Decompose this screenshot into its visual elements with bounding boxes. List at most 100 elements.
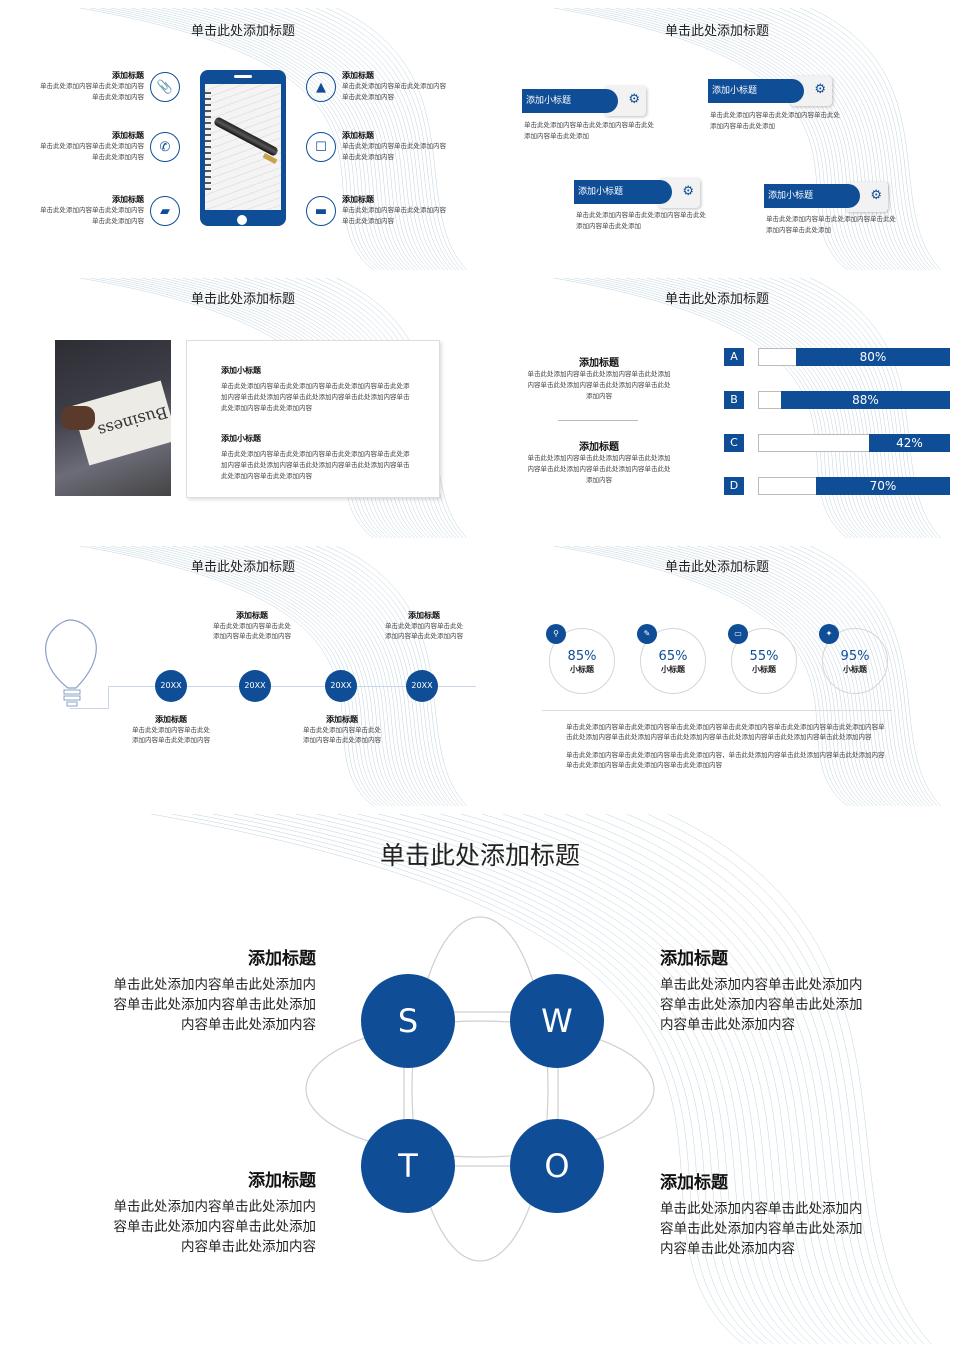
slide-2: 单击此处添加标题 ⚙ 添加小标题 单击此处添加内容单击此处添加内容单击此处添加内…	[484, 8, 950, 270]
slide-title: 单击此处添加标题	[664, 24, 769, 39]
bar-track: 88%	[758, 391, 950, 409]
caption-top-1: 添加标题 单击此处添加内容单击此处添加内容单击此处添加内容	[212, 610, 292, 641]
percent-label: 小标题	[570, 665, 594, 674]
tab-text: 单击此处添加内容单击此处添加内容单击此处添加内容单击此处添加	[710, 111, 840, 130]
timeline-line	[108, 686, 476, 687]
slide-6: 单击此处添加标题 85%小标题 ⚲ 65%小标题 ✎ 55%小标题 ▭ 95%小…	[484, 546, 950, 806]
caption-text: 单击此处添加内容单击此处添加内容单击此处添加内容	[213, 622, 291, 640]
bar-track: 42%	[758, 434, 950, 452]
divider	[542, 710, 892, 711]
paperclip-icon: 📎	[150, 72, 180, 102]
slide-4: 单击此处添加标题 添加标题 单击此处添加内容单击此处添加内容单击此处添加内容单击…	[484, 278, 950, 538]
feature-title: 添加标题	[342, 71, 374, 80]
feature-text: 单击此处添加内容单击此处添加内容单击此处添加内容	[342, 82, 446, 101]
caption-title: 添加标题	[326, 715, 358, 724]
percent-label: 小标题	[752, 665, 776, 674]
feature-title: 添加标题	[342, 131, 374, 140]
caption-bottom-1: 添加标题 单击此处添加内容单击此处添加内容单击此处添加内容	[131, 714, 211, 745]
block-text: 单击此处添加内容单击此处添加内容单击此处添加内容单击此处添加内容单击此处添加内容	[113, 977, 317, 1033]
feature-title: 添加标题	[112, 195, 144, 204]
block-text: 单击此处添加内容单击此处添加内容单击此处添加内容单击此处添加内容单击此处添加内容	[660, 1201, 863, 1257]
slide-title: 单击此处添加标题	[190, 24, 295, 39]
bar-track: 70%	[758, 477, 950, 495]
phone-mockup	[200, 70, 286, 226]
tab-text: 单击此处添加内容单击此处添加内容单击此处添加内容单击此处添加	[576, 211, 706, 230]
bar-fill: 80%	[796, 348, 950, 366]
text-card: 添加小标题 单击此处添加内容单击此处添加内容单击此处添加内容单击此处添加内容单击…	[186, 340, 440, 498]
block-title: 添加标题	[579, 442, 619, 453]
feature-right-3: 添加标题 单击此处添加内容单击此处添加内容单击此处添加内容	[342, 194, 452, 227]
percent-ring: 55%小标题	[731, 628, 797, 694]
block-text: 单击此处添加内容单击此处添加内容单击此处添加内容单击此处添加内容单击此处添加内容…	[527, 370, 671, 400]
feature-left-2: 添加标题 单击此处添加内容单击此处添加内容单击此处添加内容	[38, 130, 144, 163]
book-icon: ▰	[150, 196, 180, 226]
bar-fill: 70%	[816, 477, 950, 495]
caption-text: 单击此处添加内容单击此处添加内容单击此处添加内容	[303, 726, 381, 744]
pen-illustration	[212, 116, 280, 157]
bar-fill: 88%	[781, 391, 950, 409]
gears-icon: ⚙	[628, 92, 640, 107]
feature-text: 单击此处添加内容单击此处添加内容单击此处添加内容	[342, 142, 446, 161]
feature-text: 单击此处添加内容单击此处添加内容单击此处添加内容	[40, 206, 144, 225]
subtitle-tab: 添加小标题	[764, 184, 860, 208]
caption-title: 添加标题	[155, 715, 187, 724]
year-node: 20XX	[239, 670, 271, 702]
caption-title: 添加标题	[236, 611, 268, 620]
slide-1: 单击此处添加标题 添加标题 单击此处添加内容单击此处添加内容单击此处添加内容 📎…	[10, 8, 476, 270]
swot-block-top-right: 添加标题 单击此处添加内容单击此处添加内容单击此处添加内容单击此处添加内容单击此…	[660, 944, 872, 1035]
bar-fill: 42%	[869, 434, 950, 452]
timeline-connector	[70, 708, 109, 709]
block-title: 添加标题	[248, 1171, 316, 1191]
feature-title: 添加标题	[112, 71, 144, 80]
bar-track: 80%	[758, 348, 950, 366]
subtitle-tab: 添加小标题	[522, 89, 618, 113]
slide-5: 单击此处添加标题 20XX 20XX 20XX 20XX 添加标题 单击此处添加…	[10, 546, 476, 806]
feature-left-3: 添加标题 单击此处添加内容单击此处添加内容单击此处添加内容	[38, 194, 144, 227]
block-text: 单击此处添加内容单击此处添加内容单击此处添加内容单击此处添加内容单击此处添加内容	[113, 1199, 317, 1255]
card-text: 单击此处添加内容单击此处添加内容单击此处添加内容单击此处添加内容单击此处添加内容…	[221, 382, 410, 412]
year-node: 20XX	[406, 670, 438, 702]
tab-text: 单击此处添加内容单击此处添加内容单击此处添加内容单击此处添加	[766, 215, 896, 234]
feature-title: 添加标题	[112, 131, 144, 140]
swot-block-top-left: 添加标题 单击此处添加内容单击此处添加内容单击此处添加内容单击此处添加内容单击此…	[104, 944, 317, 1035]
caption-text: 单击此处添加内容单击此处添加内容单击此处添加内容	[132, 726, 210, 744]
feature-title: 添加标题	[342, 195, 374, 204]
divider	[558, 420, 638, 421]
percent-value: 95%	[840, 649, 870, 664]
feature-left-1: 添加标题 单击此处添加内容单击此处添加内容单击此处添加内容	[38, 70, 144, 103]
percent-value: 55%	[749, 649, 779, 664]
percent-label: 小标题	[843, 665, 867, 674]
slide-title: 单击此处添加标题	[379, 841, 580, 870]
swot-circle-w: W	[510, 974, 604, 1068]
badge-icon: ✦	[819, 624, 839, 644]
paragraph-2: 单击此处添加内容单击此处添加内容单击此处添加内容，单击此处添加内容单击此处添加内…	[566, 751, 885, 769]
percent-ring: 85%小标题	[549, 628, 615, 694]
block-title: 添加标题	[248, 949, 316, 969]
year-node: 20XX	[155, 670, 187, 702]
tv-icon: ▭	[728, 624, 748, 644]
feature-right-2: 添加标题 单击此处添加内容单击此处添加内容单击此处添加内容	[342, 130, 452, 163]
phone-icon: ✆	[150, 132, 180, 162]
tab-text: 单击此处添加内容单击此处添加内容单击此处添加内容单击此处添加	[524, 121, 654, 140]
feature-text: 单击此处添加内容单击此处添加内容单击此处添加内容	[40, 142, 144, 161]
bar-letter-c: C	[724, 434, 744, 452]
block-title: 添加标题	[579, 358, 619, 369]
slide-7-swot: 单击此处添加标题 S W T O 添加标题 单击此处添加内容单击此处添加内容单击…	[10, 814, 950, 1344]
caption-top-2: 添加标题 单击此处添加内容单击此处添加内容单击此处添加内容	[384, 610, 464, 641]
chat-icon: ☐	[306, 132, 336, 162]
subtitle-tab: 添加小标题	[708, 79, 804, 103]
feature-right-1: 添加标题 单击此处添加内容单击此处添加内容单击此处添加内容	[342, 70, 452, 103]
bar-letter-b: B	[724, 391, 744, 409]
block-title: 添加标题	[660, 949, 728, 969]
block-title: 添加标题	[660, 1173, 728, 1193]
lightbulb-icon	[45, 619, 97, 707]
block-text: 单击此处添加内容单击此处添加内容单击此处添加内容单击此处添加内容单击此处添加内容…	[527, 454, 671, 484]
swot-block-bottom-right: 添加标题 单击此处添加内容单击此处添加内容单击此处添加内容单击此处添加内容单击此…	[660, 1168, 872, 1259]
percent-label: 小标题	[661, 665, 685, 674]
slide-3: 单击此处添加标题 Business 添加小标题 单击此处添加内容单击此处添加内容…	[10, 278, 476, 538]
timeline-connector	[108, 686, 109, 708]
year-node: 20XX	[325, 670, 357, 702]
slide-title: 单击此处添加标题	[190, 560, 295, 575]
text-block-1: 添加标题 单击此处添加内容单击此处添加内容单击此处添加内容单击此处添加内容单击此…	[526, 354, 672, 402]
search-icon: ⚲	[546, 624, 566, 644]
